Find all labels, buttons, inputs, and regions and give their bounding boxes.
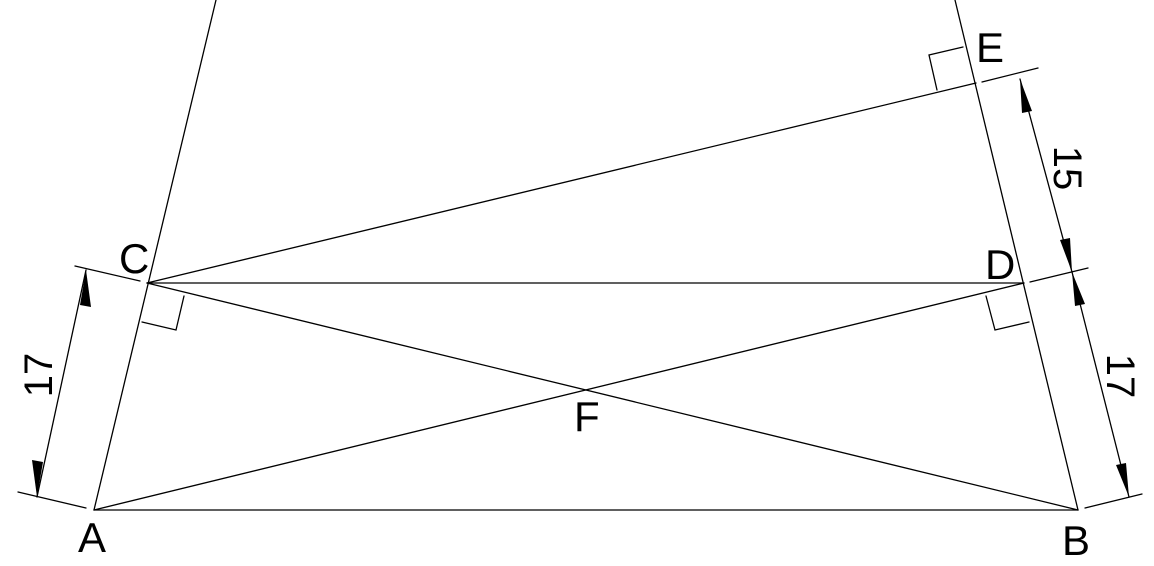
arrowhead-ac-top [80,270,91,307]
line-right-extended [954,0,1079,511]
extension-line-c [74,265,141,282]
dimension-label-ac: 17 [17,353,61,398]
point-label-e: E [976,24,1004,71]
dimension-label-bd: 17 [1098,354,1142,399]
arrowhead-de-bottom [1060,238,1072,272]
segment-ad [93,282,1025,511]
right-angle-marker-d [985,295,1030,331]
extension-line-b [1084,493,1143,509]
dimension-line-ac [36,269,87,498]
arrowhead-de-top [1020,79,1032,113]
right-angle-marker-e [928,46,964,91]
arrowhead-ac-bottom [32,460,43,497]
right-angle-marker-c [141,295,185,331]
point-label-c: C [119,235,149,282]
point-label-b: B [1062,517,1090,564]
segment-ce [146,82,977,284]
point-label-a: A [78,514,106,561]
arrowhead-bd-top [1072,272,1085,306]
extension-line-a [17,491,87,509]
line-left-extended [93,0,217,511]
segment-cb [146,282,1079,511]
dimension-label-de: 15 [1045,146,1089,191]
arrowhead-bd-bottom [1116,463,1129,497]
extension-line-e [981,67,1039,83]
point-label-d: D [985,241,1015,288]
dimension-line-bd [1071,271,1130,498]
extension-line-d [1029,267,1089,283]
point-label-f: F [574,393,600,440]
